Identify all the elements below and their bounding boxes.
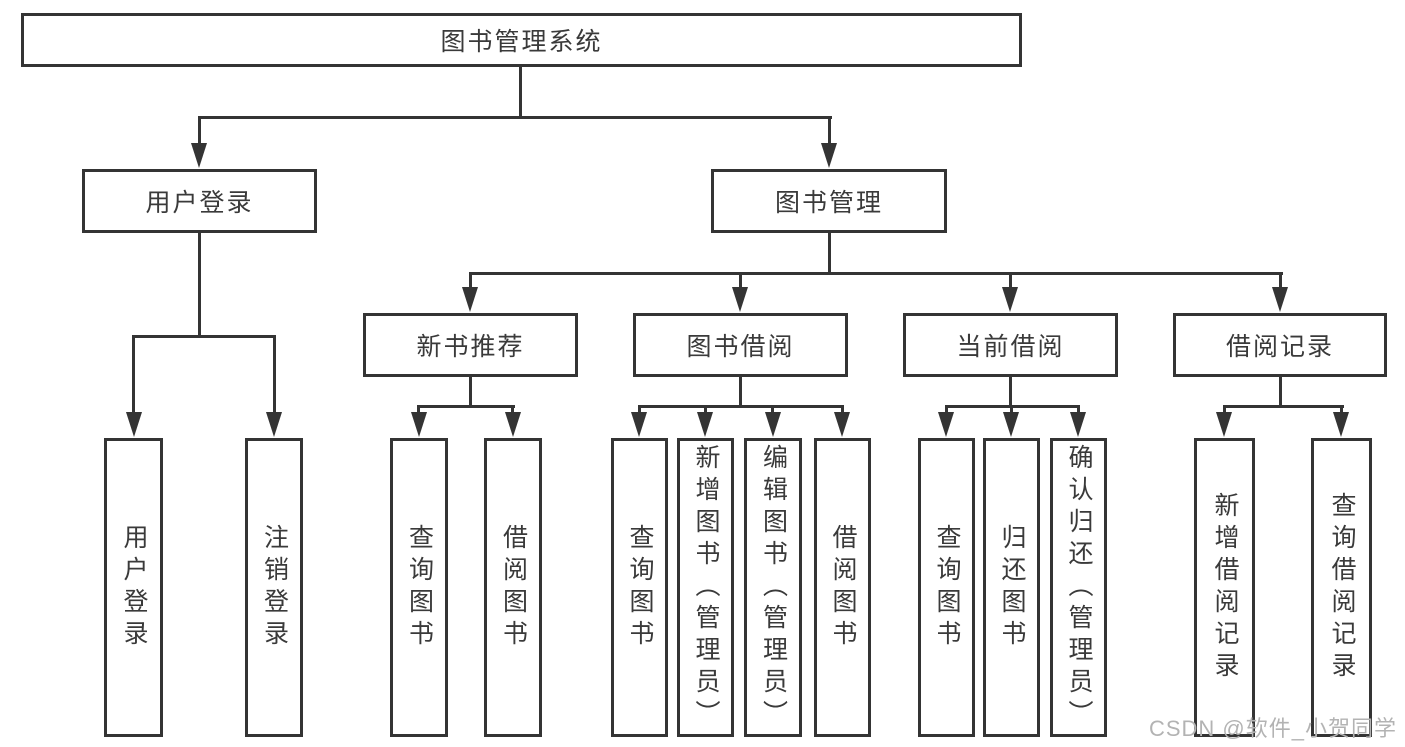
connector-line xyxy=(1223,405,1344,408)
node-current-borrowing: 当前借阅 xyxy=(903,313,1118,377)
connector-arrowhead xyxy=(1070,412,1086,437)
connector-line xyxy=(1279,377,1282,407)
leaf-logout: 注销登录 xyxy=(245,438,303,737)
node-label: 编辑图书（管理员） xyxy=(759,443,788,732)
node-label: 借阅记录 xyxy=(1225,333,1334,361)
leaf-borrowing-add-books-admin: 新增图书（管理员） xyxy=(677,438,734,737)
node-book-borrowing: 图书借阅 xyxy=(633,313,848,377)
connector-arrowhead xyxy=(1003,412,1019,437)
leaf-user-login: 用户登录 xyxy=(104,438,163,737)
connector-line xyxy=(519,66,522,119)
node-book-management: 图书管理 xyxy=(711,169,947,233)
connector-line xyxy=(132,335,135,415)
connector-arrowhead xyxy=(821,143,837,168)
connector-line xyxy=(841,405,844,415)
connector-line xyxy=(273,335,276,415)
connector-line xyxy=(739,272,742,290)
node-user-login: 用户登录 xyxy=(82,169,317,233)
connector-arrowhead xyxy=(732,287,748,312)
connector-line xyxy=(1223,405,1226,415)
connector-line xyxy=(511,405,514,415)
node-label: 用户登录 xyxy=(145,189,254,217)
connector-arrowhead xyxy=(191,143,207,168)
node-label: 归还图书 xyxy=(998,523,1026,652)
connector-line xyxy=(1010,405,1013,415)
connector-line xyxy=(828,116,831,146)
connector-line xyxy=(1009,272,1012,290)
leaf-borrowing-query-books: 查询图书 xyxy=(611,438,668,737)
connector-arrowhead xyxy=(631,412,647,437)
node-label: 查询图书 xyxy=(405,523,434,652)
node-label: 注销登录 xyxy=(260,523,289,652)
node-label: 借阅图书 xyxy=(829,523,857,652)
node-label: 图书管理系统 xyxy=(440,28,603,56)
leaf-current-query-books: 查询图书 xyxy=(918,438,975,737)
watermark-text: CSDN @软件_小贺同学 xyxy=(1148,716,1397,741)
leaf-borrowing-edit-books-admin: 编辑图书（管理员） xyxy=(744,438,802,737)
node-label: 查询借阅记录 xyxy=(1328,491,1356,684)
connector-arrowhead xyxy=(1333,412,1349,437)
leaf-records-query-record: 查询借阅记录 xyxy=(1311,438,1372,737)
node-label: 新增图书（管理员） xyxy=(692,443,720,732)
connector-line xyxy=(469,272,472,290)
node-label: 当前借阅 xyxy=(956,333,1065,361)
connector-line xyxy=(638,405,641,415)
connector-line xyxy=(198,116,201,146)
connector-line xyxy=(771,405,774,415)
connector-line xyxy=(1009,377,1012,407)
connector-line xyxy=(469,272,1283,275)
node-label: 新增借阅记录 xyxy=(1211,491,1239,684)
connector-arrowhead xyxy=(834,412,850,437)
connector-line xyxy=(1340,405,1343,415)
leaf-recommend-borrow-books: 借阅图书 xyxy=(484,438,542,737)
connector-line xyxy=(469,377,472,407)
node-label: 查询图书 xyxy=(933,523,961,652)
connector-arrowhead xyxy=(411,412,427,437)
node-label: 借阅图书 xyxy=(499,523,528,652)
node-label: 新书推荐 xyxy=(416,333,525,361)
connector-arrowhead xyxy=(1216,412,1232,437)
connector-line xyxy=(417,405,515,408)
connector-arrowhead xyxy=(765,412,781,437)
connector-line xyxy=(198,233,201,337)
node-root-system: 图书管理系统 xyxy=(21,13,1022,67)
connector-line xyxy=(945,405,948,415)
connector-line xyxy=(828,233,831,274)
node-borrowing-records: 借阅记录 xyxy=(1173,313,1387,377)
node-new-book-recommend: 新书推荐 xyxy=(363,313,578,377)
connector-line xyxy=(638,405,844,408)
node-label: 图书管理 xyxy=(774,189,883,217)
leaf-records-add-record: 新增借阅记录 xyxy=(1194,438,1255,737)
connector-line xyxy=(198,116,832,119)
connector-arrowhead xyxy=(938,412,954,437)
connector-arrowhead xyxy=(1272,287,1288,312)
leaf-current-confirm-return-admin: 确认归还（管理员） xyxy=(1050,438,1107,737)
connector-arrowhead xyxy=(1002,287,1018,312)
connector-arrowhead xyxy=(126,412,142,437)
leaf-current-return-books: 归还图书 xyxy=(983,438,1040,737)
leaf-recommend-query-books: 查询图书 xyxy=(390,438,448,737)
connector-line xyxy=(1279,272,1282,290)
node-label: 用户登录 xyxy=(120,523,148,652)
connector-arrowhead xyxy=(462,287,478,312)
node-label: 确认归还（管理员） xyxy=(1065,443,1093,732)
connector-line xyxy=(739,377,742,407)
leaf-borrowing-borrow-books: 借阅图书 xyxy=(814,438,871,737)
connector-arrowhead xyxy=(266,412,282,437)
connector-line xyxy=(132,335,276,338)
node-label: 查询图书 xyxy=(626,523,654,652)
node-label: 图书借阅 xyxy=(686,333,795,361)
connector-line xyxy=(1077,405,1080,415)
connector-arrowhead xyxy=(697,412,713,437)
connector-line xyxy=(704,405,707,415)
connector-line xyxy=(417,405,420,415)
connector-arrowhead xyxy=(505,412,521,437)
